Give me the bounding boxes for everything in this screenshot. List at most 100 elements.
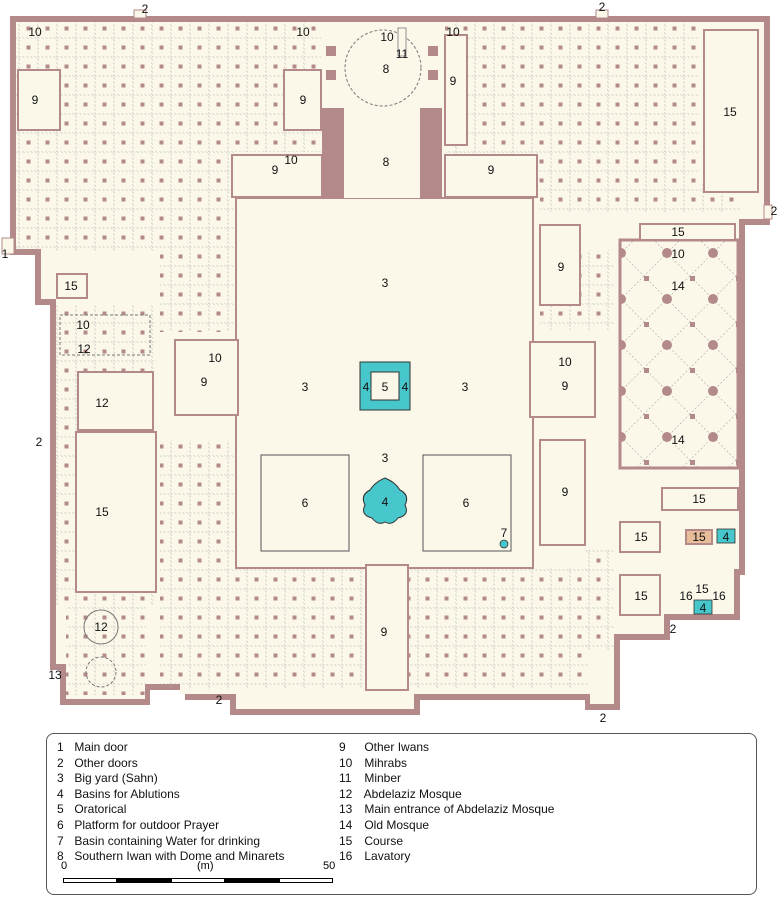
label-yard-north: 3 <box>382 276 389 290</box>
label-course-west-small: 15 <box>64 279 78 293</box>
label-door-south: 2 <box>216 693 223 707</box>
label-mihrab-n: 10 <box>296 25 310 39</box>
label-abdelaziz-dome: 12 <box>94 620 108 634</box>
label-abdelaziz-mid: 12 <box>95 396 109 410</box>
label-old-mosque-lower: 14 <box>671 433 685 447</box>
scale-segment <box>171 878 225 883</box>
label-basin-central: 4 <box>382 495 389 509</box>
label-course-ne: 15 <box>723 105 737 119</box>
side-blocks <box>56 29 759 616</box>
label-iwan-ne: 9 <box>450 74 457 88</box>
label-dome: 8 <box>383 62 390 76</box>
doors <box>1 9 773 255</box>
legend-item: 16 Lavatory <box>339 849 411 864</box>
iwans <box>17 34 596 691</box>
label-mihrab-abdelaziz: 10 <box>76 318 90 332</box>
legend-item: 10 Mihrabs <box>339 755 408 770</box>
label-mihrab-sw: 10 <box>284 153 298 167</box>
oratorical <box>359 361 411 411</box>
label-course-top: 15 <box>671 225 685 239</box>
label-door-south-2: 2 <box>600 711 607 725</box>
label-course-se-1: 15 <box>692 492 706 506</box>
legend-item: 15 Course <box>339 833 404 848</box>
label-iwan-west: 9 <box>201 375 208 389</box>
label-mihrab-ne: 10 <box>446 25 460 39</box>
label-iwan-east-upper: 9 <box>558 260 565 274</box>
label-abdelaziz-upper: 12 <box>77 342 91 356</box>
prayer-platforms <box>260 454 512 552</box>
legend-item: 3 Big yard (Sahn) <box>57 771 158 786</box>
legend-item: 9 Other Iwans <box>339 740 430 754</box>
label-iwan-nw: 9 <box>32 93 39 107</box>
label-door-ne: 2 <box>599 0 606 14</box>
label-course-se-2: 15 <box>634 530 648 544</box>
legend-item: 12 Abdelaziz Mosque <box>339 786 462 801</box>
label-course-highlight: 15 <box>692 530 706 544</box>
label-basin-west: 4 <box>363 380 370 394</box>
label-iwan-n: 9 <box>300 93 307 107</box>
legend-column-right: 9 Other Iwans 10 Mihrabs 11 Minber 12 Ab… <box>339 740 554 865</box>
legend-item: 8 Southern Iwan with Dome and Minarets <box>57 849 285 864</box>
central-basin <box>362 477 408 524</box>
label-iwan-sw-north: 9 <box>272 163 279 177</box>
scale-end-label: 50 <box>323 860 336 872</box>
label-mihrab-dome: 10 <box>380 30 394 44</box>
label-main-door: 1 <box>2 247 9 261</box>
label-door-se: 2 <box>670 622 677 636</box>
label-yard-west: 3 <box>302 380 309 394</box>
old-mosque-grid <box>618 238 740 470</box>
label-iwan-east-lower: 9 <box>562 485 569 499</box>
legend-box: 1 Main door 2 Other doors 3 Big yard (Sa… <box>46 733 757 895</box>
scale-segment <box>63 878 117 883</box>
label-iwan-south: 9 <box>381 625 388 639</box>
label-abdelaziz-entrance: 13 <box>48 668 62 682</box>
southern-iwan <box>322 22 442 198</box>
label-iwan-se-north: 9 <box>488 163 495 177</box>
scale-segment <box>225 878 279 883</box>
label-minber: 11 <box>396 47 409 61</box>
label-mihrab-west: 10 <box>208 351 222 365</box>
label-southern-iwan: 8 <box>383 155 390 169</box>
legend-item: 1 Main door <box>57 740 128 754</box>
legend-item: 6 Platform for outdoor Prayer <box>57 817 220 832</box>
label-platform-east: 6 <box>463 496 470 510</box>
scale-unit-label: (m) <box>197 860 214 872</box>
label-oratorical: 5 <box>382 380 389 394</box>
label-yard-south: 3 <box>382 451 389 465</box>
legend-item: 5 Oratorical <box>57 802 127 817</box>
label-mihrab-east: 10 <box>558 355 572 369</box>
legend-item: 13 Main entrance of Abdelaziz Mosque <box>339 802 555 817</box>
label-door-north: 2 <box>142 2 149 16</box>
plan-labels: 1 2 2 2 2 2 2 2 3 3 3 3 4 4 4 4 4 5 6 6 … <box>2 0 778 725</box>
label-course-se-3: 15 <box>695 582 709 596</box>
scale-bar: 0 (m) 50 <box>61 860 341 890</box>
legend-item: 11 Minber <box>339 771 402 786</box>
drinking-basin <box>499 539 509 549</box>
label-course-se-4: 15 <box>634 589 648 603</box>
label-mihrab-old: 10 <box>671 247 685 261</box>
label-old-mosque-upper: 14 <box>671 279 685 293</box>
scale-start-label: 0 <box>61 860 68 872</box>
legend-item: 14 Old Mosque <box>339 817 430 832</box>
legend-item: 2 Other doors <box>57 755 138 770</box>
label-lavatory-2: 16 <box>712 589 726 603</box>
floor-plan: 1 2 2 2 2 2 2 2 3 3 3 3 4 4 4 4 4 5 6 6 … <box>1 0 778 725</box>
label-yard-east: 3 <box>462 380 469 394</box>
label-basin-lavatory-1: 4 <box>723 530 730 544</box>
label-door-west: 2 <box>36 435 43 449</box>
abdelaziz-domes <box>59 314 151 688</box>
legend-item: 7 Basin containing Water for drinking <box>57 833 260 848</box>
label-door-east: 2 <box>771 204 778 218</box>
scale-segment <box>279 878 333 883</box>
label-iwan-east: 9 <box>562 379 569 393</box>
label-drinking-basin: 7 <box>501 526 508 540</box>
label-platform-west: 6 <box>302 496 309 510</box>
legend-column-left: 1 Main door 2 Other doors 3 Big yard (Sa… <box>57 740 284 865</box>
lavatory-basins <box>693 528 736 615</box>
scale-segment <box>117 878 171 883</box>
legend-item: 4 Basins for Ablutions <box>57 786 180 801</box>
label-basin-lavatory-2: 4 <box>700 601 707 615</box>
label-lavatory-1: 16 <box>679 589 693 603</box>
label-mihrab-nw: 10 <box>28 25 42 39</box>
label-course-west: 15 <box>95 505 109 519</box>
